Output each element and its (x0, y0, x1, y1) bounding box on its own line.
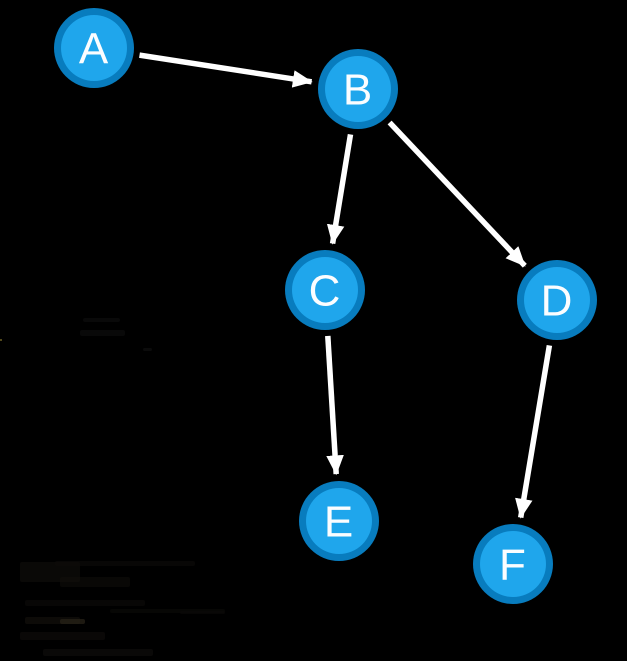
node-inner-circle (480, 531, 546, 597)
node-label: F (499, 541, 527, 590)
node-inner-circle (61, 15, 127, 81)
node-E[interactable]: E (299, 481, 379, 561)
edge-A-B (139, 52, 313, 88)
node-label: C (309, 267, 342, 316)
edge-C-E (325, 335, 344, 476)
node-A[interactable]: A (54, 8, 134, 88)
node-inner-circle (292, 257, 358, 323)
nodes-layer: A B C D E F (54, 8, 597, 604)
node-label: B (343, 66, 373, 115)
node-label: D (541, 277, 574, 326)
node-label: E (324, 498, 354, 547)
edges-layer (139, 52, 553, 519)
node-label: A (79, 25, 109, 74)
edge-B-D (387, 120, 527, 268)
node-D[interactable]: D (517, 260, 597, 340)
node-inner-circle (325, 56, 391, 122)
node-F[interactable]: F (473, 524, 553, 604)
node-inner-circle (306, 488, 372, 554)
node-inner-circle (524, 267, 590, 333)
node-B[interactable]: B (318, 49, 398, 129)
node-C[interactable]: C (285, 250, 365, 330)
edge-B-C (326, 133, 354, 245)
edge-D-F (515, 344, 553, 519)
